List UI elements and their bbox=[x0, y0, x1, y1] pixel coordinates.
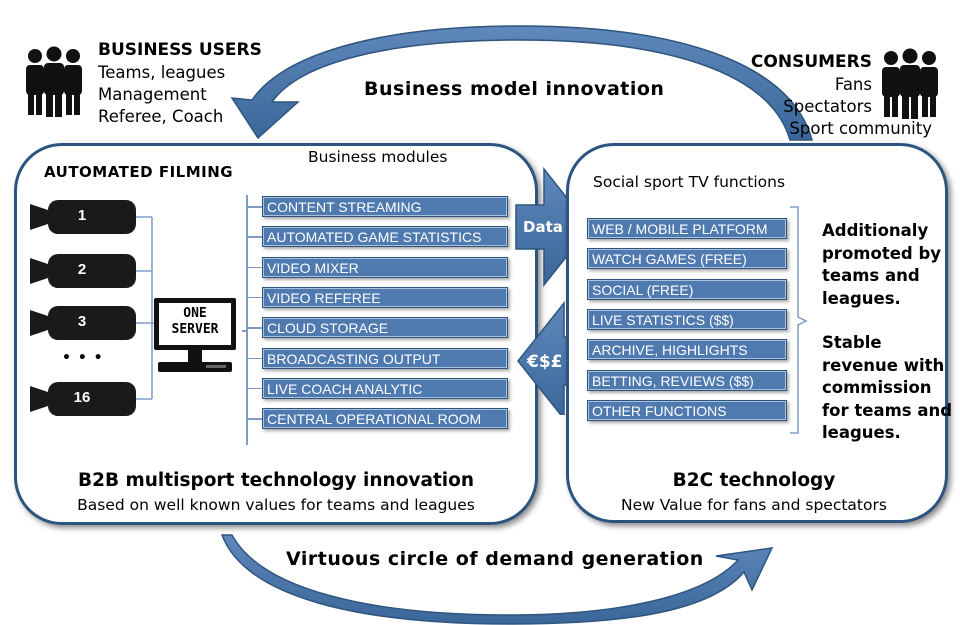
consumer-line: Sport community bbox=[789, 119, 932, 138]
social-function-item: WEB / MOBILE PLATFORM bbox=[587, 218, 787, 239]
connector-tick bbox=[246, 418, 262, 420]
social-function-item: ARCHIVE, HIGHLIGHTS bbox=[587, 339, 787, 361]
top-arrow-label: Business model innovation bbox=[364, 78, 665, 100]
note-line: Additionaly bbox=[822, 221, 929, 240]
social-functions-title: Social sport TV functions bbox=[593, 173, 786, 191]
business-users-title: BUSINESS USERS bbox=[98, 40, 262, 60]
server-label-line: ONE bbox=[183, 306, 207, 321]
camera-icon bbox=[30, 200, 136, 234]
connector-line bbox=[242, 330, 248, 332]
note-line: revenue with bbox=[822, 355, 945, 375]
promotion-note: Additionaly promoted by teams and league… bbox=[822, 220, 941, 310]
consumers-list: Fans Spectators Sport community bbox=[700, 74, 932, 140]
note-line: Stable bbox=[822, 333, 882, 352]
note-line: commission bbox=[822, 378, 932, 397]
bottom-arrow-label: Virtuous circle of demand generation bbox=[286, 548, 704, 570]
camera-icon bbox=[30, 382, 136, 416]
business-user-line: Teams, leagues bbox=[98, 63, 226, 82]
connector-tick bbox=[246, 236, 262, 238]
automated-filming-title: AUTOMATED FILMING bbox=[44, 163, 234, 181]
connector-tick bbox=[246, 206, 262, 208]
business-user-line: Referee, Coach bbox=[98, 107, 224, 126]
social-function-item: LIVE STATISTICS ($$) bbox=[587, 308, 787, 330]
business-module-item: CONTENT STREAMING bbox=[262, 196, 508, 217]
b2b-subtitle: Based on well known values for teams and… bbox=[77, 496, 475, 514]
b2c-panel bbox=[566, 143, 948, 523]
data-arrow-label: Data bbox=[523, 218, 563, 236]
server-label-line: SERVER bbox=[171, 322, 219, 337]
business-module-item: VIDEO REFEREE bbox=[262, 286, 508, 308]
connector-tick bbox=[246, 327, 262, 329]
consumer-line: Fans bbox=[834, 75, 872, 94]
monitor-icon bbox=[154, 298, 236, 372]
connector-tick bbox=[246, 266, 262, 269]
camera-server-graphic bbox=[30, 200, 158, 416]
business-user-line: Management bbox=[98, 85, 207, 104]
business-module-item: LIVE COACH ANALYTIC bbox=[262, 377, 508, 399]
business-modules-title: Business modules bbox=[308, 148, 448, 166]
camera-number: 3 bbox=[77, 313, 87, 330]
b2c-title: B2C technology bbox=[672, 470, 836, 491]
business-users-list: Teams, leagues Management Referee, Coach bbox=[98, 62, 225, 128]
camera-ellipsis: • • • bbox=[62, 350, 104, 366]
camera-icon bbox=[30, 306, 136, 340]
business-module-item: BROADCASTING OUTPUT bbox=[262, 347, 508, 369]
bottom-curved-arrow bbox=[220, 534, 774, 625]
social-function-item: WATCH GAMES (FREE) bbox=[587, 248, 787, 270]
business-module-item: CENTRAL OPERATIONAL ROOM bbox=[262, 408, 508, 430]
b2b-title: B2B multisport technology innovation bbox=[77, 470, 475, 491]
revenue-note: Stable revenue with commission for teams… bbox=[822, 332, 952, 445]
camera-number: 1 bbox=[77, 207, 87, 224]
top-curved-arrow bbox=[230, 25, 813, 141]
business-module-item: CLOUD STORAGE bbox=[262, 317, 508, 339]
note-line: promoted by bbox=[822, 243, 942, 263]
server-label: ONE SERVER bbox=[159, 306, 231, 338]
connector-tick bbox=[246, 357, 262, 359]
business-module-item: AUTOMATED GAME STATISTICS bbox=[262, 226, 508, 248]
consumer-line: Spectators bbox=[783, 97, 872, 116]
note-line: leagues. bbox=[822, 288, 901, 308]
social-function-item: BETTING, REVIEWS ($$) bbox=[587, 369, 787, 391]
note-line: leagues. bbox=[822, 423, 901, 442]
connector-tick bbox=[246, 296, 262, 299]
functions-bracket bbox=[790, 206, 808, 434]
camera-icon bbox=[30, 254, 136, 288]
b2c-subtitle: New Value for fans and spectators bbox=[621, 496, 887, 514]
camera-number: 2 bbox=[77, 261, 87, 278]
people-icon bbox=[26, 46, 82, 117]
social-function-item: OTHER FUNCTIONS bbox=[587, 399, 787, 421]
people-icon bbox=[882, 48, 938, 119]
note-line: for teams and bbox=[822, 400, 953, 420]
consumers-title: CONSUMERS bbox=[750, 52, 872, 72]
money-arrow-label: €$£ bbox=[527, 352, 563, 372]
connector-bracket bbox=[246, 195, 248, 445]
note-line: teams and bbox=[822, 266, 920, 285]
business-module-item: VIDEO MIXER bbox=[262, 256, 508, 278]
camera-number: 16 bbox=[73, 389, 91, 406]
connector-tick bbox=[246, 387, 262, 390]
social-function-item: SOCIAL (FREE) bbox=[587, 278, 787, 300]
